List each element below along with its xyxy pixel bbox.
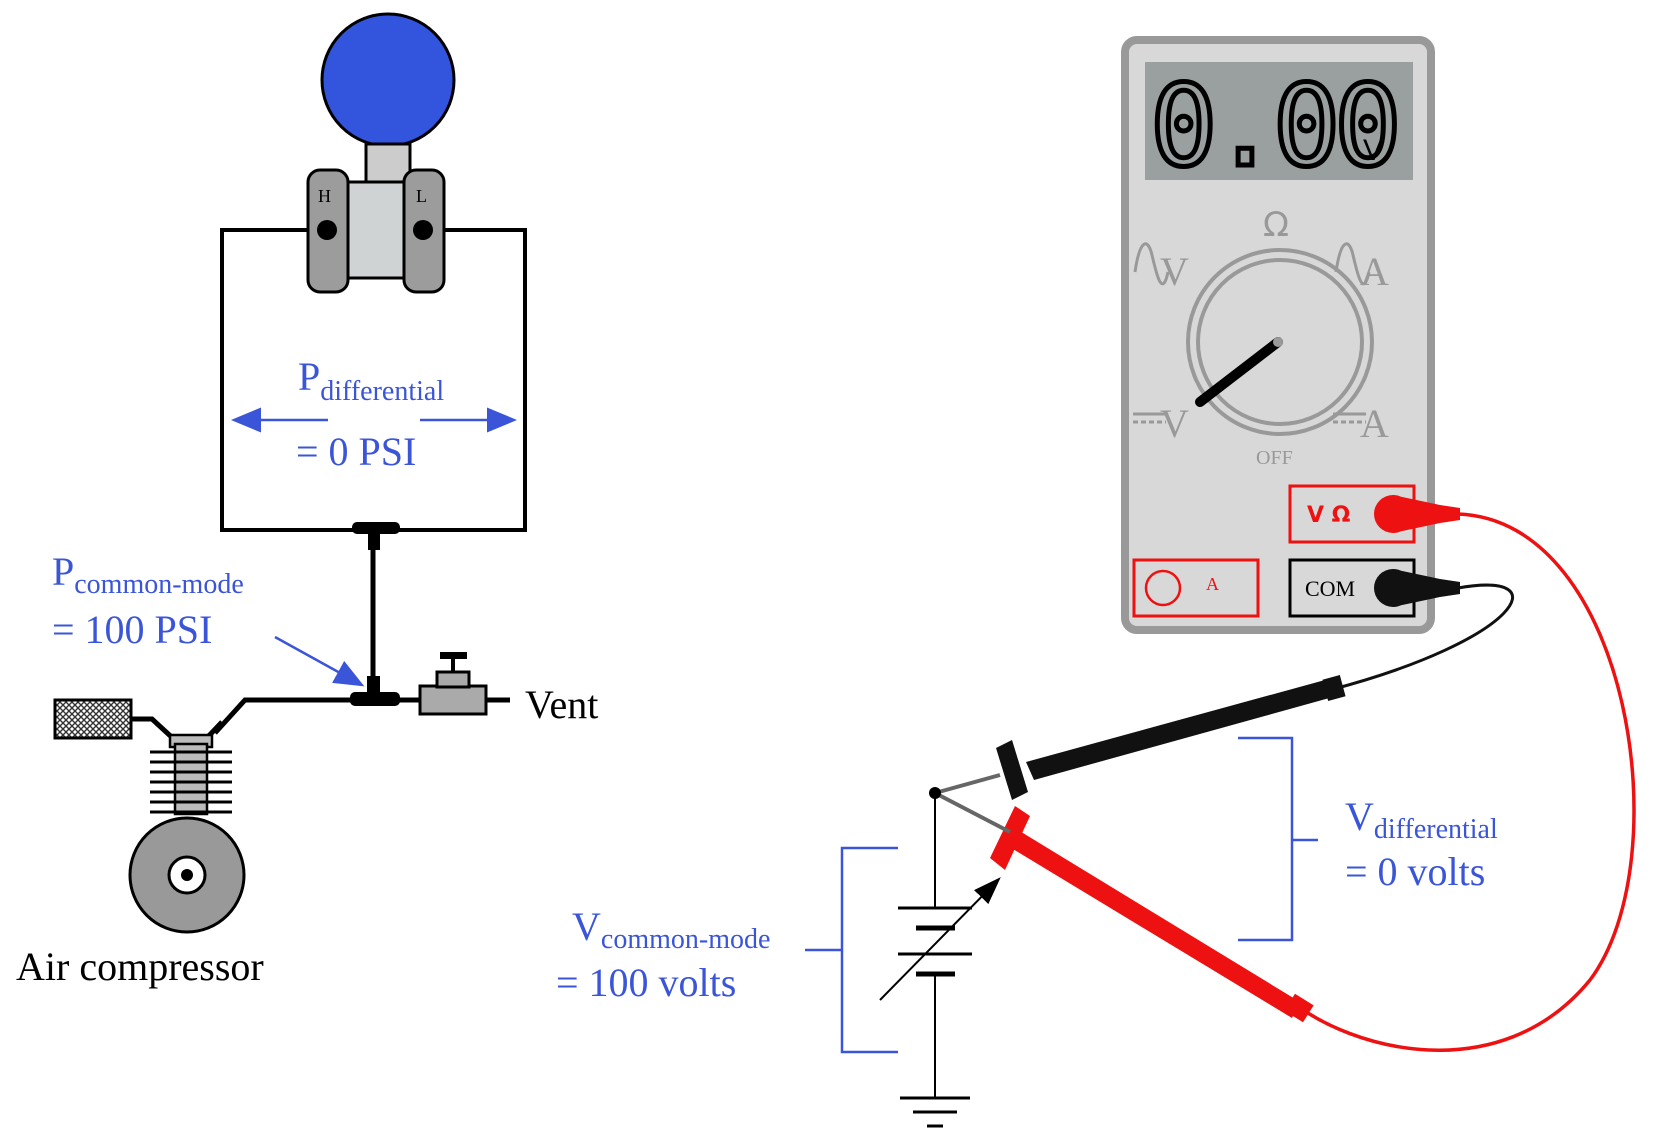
lower-tee-fitting: [350, 692, 400, 706]
red-probe[interactable]: [990, 806, 1314, 1023]
p-cm-subscript: common-mode: [74, 569, 244, 600]
voltage-differential-annotation: Vdifferential = 0 volts: [1238, 736, 1498, 942]
jack-volt-ohm-label: V Ω: [1307, 503, 1351, 528]
differential-pressure-gauge: H L: [306, 12, 456, 294]
jack-com-label: COM: [1305, 576, 1355, 601]
v-cm-value: = 100 volts: [556, 960, 736, 1005]
p-cm-symbol: P: [52, 549, 74, 594]
v-diff-symbol: V: [1345, 794, 1374, 839]
p-diff-symbol: P: [298, 354, 320, 399]
gauge-face: [320, 12, 456, 148]
selector-dial[interactable]: [1186, 248, 1374, 436]
pressure-diagram: Vent H L Pdifferential = 0 PSI Pcommon-: [16, 12, 598, 989]
p-cm-arrow: [274, 635, 365, 687]
dial-ac-volts-position[interactable]: V: [1133, 242, 1189, 294]
variable-arrow: [879, 877, 1001, 1001]
ground-symbol: [900, 1096, 970, 1128]
meter-display-value: 0.00: [1150, 62, 1396, 192]
meter-display: [1145, 62, 1413, 180]
meter-body: [1121, 36, 1435, 634]
voltage-common-mode-annotation: Vcommon-mode = 100 volts: [556, 846, 898, 1054]
v-diff-value: = 0 volts: [1345, 849, 1485, 894]
red-probe-tip: [934, 791, 1011, 834]
dial-off-label: OFF: [1256, 447, 1293, 469]
electrical-diagram: 0.00 V Ω V A V: [556, 36, 1636, 1128]
p-diff-subscript: differential: [320, 376, 444, 407]
jack-volt-ohm[interactable]: V Ω: [1288, 484, 1416, 544]
dial-dc-amps-position[interactable]: A: [1333, 401, 1389, 446]
dial-dc-amps-label: A: [1360, 401, 1389, 446]
v-diff-bracket: [1238, 736, 1318, 942]
dial-ac-amps-position[interactable]: A: [1334, 242, 1389, 294]
gauge-low-label: L: [416, 186, 427, 206]
red-test-lead-wire: [1288, 512, 1636, 1052]
vent-label: Vent: [525, 682, 598, 727]
dial-dc-volts-position[interactable]: V: [1133, 401, 1189, 446]
svg-text:Pdifferential: Pdifferential: [298, 354, 444, 407]
v-cm-bracket: [805, 846, 898, 1054]
vent-valve[interactable]: [418, 652, 488, 716]
v-cm-subscript: common-mode: [601, 924, 771, 955]
compressor-intake-filter: [53, 698, 133, 740]
jack-amps-label: A: [1206, 574, 1219, 594]
v-cm-symbol: V: [572, 904, 601, 949]
dial-dc-volts-label: V: [1160, 401, 1189, 446]
black-probe-tip: [934, 773, 1001, 795]
v-diff-subscript: differential: [1374, 814, 1498, 845]
ac-sine-icon: [1334, 242, 1371, 286]
compressor-outlet-tube: [213, 697, 352, 735]
selector-pointer: [1195, 337, 1283, 407]
dial-ac-amps-label: A: [1360, 249, 1389, 294]
variable-voltage-source: [879, 793, 1001, 1098]
compressor-label: Air compressor: [16, 944, 264, 989]
ac-sine-icon: [1133, 242, 1170, 286]
p-diff-value: = 0 PSI: [296, 429, 416, 474]
svg-text:Pcommon-mode: Pcommon-mode: [52, 549, 244, 600]
black-plug: [1374, 569, 1460, 607]
dial-ac-volts-label: V: [1160, 249, 1189, 294]
black-probe[interactable]: [996, 675, 1346, 800]
p-cm-value: = 100 PSI: [52, 607, 212, 652]
jack-amps[interactable]: A: [1132, 558, 1260, 618]
red-plug: [1374, 495, 1460, 533]
svg-text:Vcommon-mode: Vcommon-mode: [572, 904, 770, 955]
svg-text:Vdifferential: Vdifferential: [1345, 794, 1498, 845]
pressure-differential-annotation: Pdifferential = 0 PSI: [231, 354, 517, 474]
air-compressor: [53, 698, 246, 934]
meter-display-unit: V: [1363, 134, 1383, 167]
gauge-high-label: H: [318, 186, 331, 206]
loop-tee-fitting: [352, 522, 400, 534]
dial-ohm-label: Ω: [1263, 205, 1289, 245]
pressure-common-mode-annotation: Pcommon-mode = 100 PSI: [52, 549, 365, 687]
multimeter: 0.00 V Ω V A V: [1121, 36, 1460, 634]
black-test-lead-wire: [1329, 583, 1515, 692]
